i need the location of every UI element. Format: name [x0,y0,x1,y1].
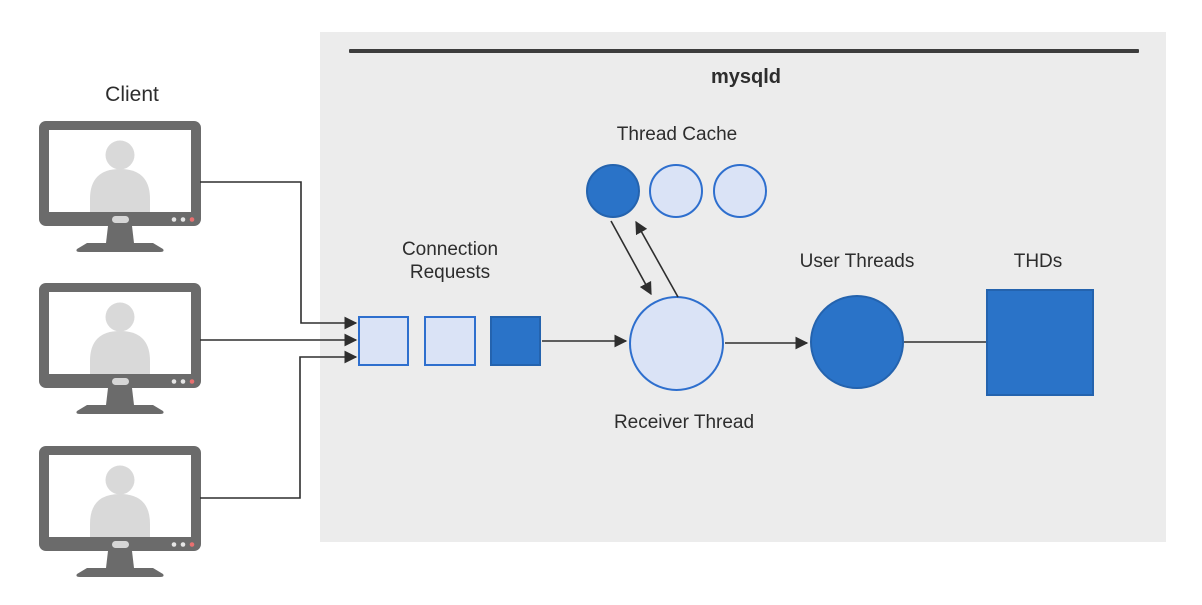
client-monitor-icon [39,446,201,577]
status-dot [180,542,186,547]
user-threads-circle [810,295,904,389]
thread-cache-circle-idle [649,164,703,218]
receiver-thread-label: Receiver Thread [613,412,755,433]
status-dot [180,379,186,384]
power-dot [189,542,195,547]
mysqld-title: mysqld [710,66,782,88]
monitor-button [112,216,129,223]
receiver-thread-circle [629,296,724,391]
power-dot [189,379,195,384]
user-threads-label: User Threads [799,251,915,272]
connection-request-square [424,316,476,366]
connection-request-square [358,316,409,366]
status-dot [171,542,177,547]
monitor-base [76,243,164,252]
user-silhouette-icon [90,465,150,537]
monitor-neck [106,551,134,568]
power-dot [189,217,195,222]
monitor-neck [106,388,134,405]
mysqld-panel [320,32,1166,542]
monitor-button [112,378,129,385]
thread-cache-circle-idle [713,164,767,218]
client-label: Client [105,83,159,106]
monitor-base [76,568,164,577]
connection-requests-label: Connection Requests [401,239,499,283]
thds-square [986,289,1094,396]
connection-request-square-active [490,316,541,366]
client-monitor-icon [39,121,201,252]
status-dot [171,217,177,222]
monitor-base [76,405,164,414]
monitor-button [112,541,129,548]
thread-cache-label: Thread Cache [616,124,738,145]
monitor-neck [106,226,134,243]
thds-label: THDs [1013,251,1063,272]
thread-cache-circle-active [586,164,640,218]
user-silhouette-icon [90,302,150,374]
user-silhouette-icon [90,140,150,212]
client-monitor-icon [39,283,201,414]
status-dot [180,217,186,222]
status-dot [171,379,177,384]
mysqld-panel-rule [349,49,1139,53]
